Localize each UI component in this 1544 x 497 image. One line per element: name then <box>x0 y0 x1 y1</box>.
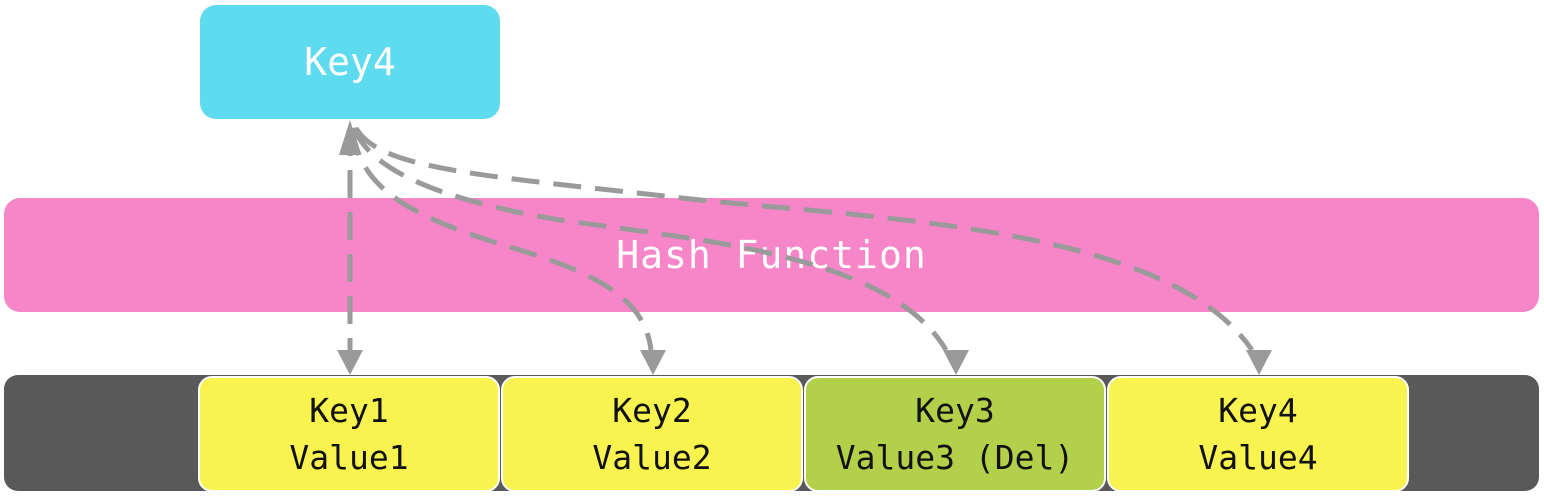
arrow-head-4 <box>1246 350 1272 375</box>
slot-value-label: Value4 <box>1198 438 1318 477</box>
table-slot-key3-deleted: Key3 Value3 (Del) <box>804 376 1106 492</box>
slot-value-label: Value2 <box>592 438 712 477</box>
slot-value-label: Value3 (Del) <box>835 438 1075 477</box>
arrow-head-up <box>339 120 361 155</box>
table-slot-key4: Key4 Value4 <box>1107 376 1409 492</box>
slot-key-label: Key3 <box>915 391 995 430</box>
slot-key-label: Key2 <box>612 391 692 430</box>
arrow-head-3 <box>943 350 969 375</box>
hash-function-label: Hash Function <box>616 233 927 277</box>
table-slot-key1: Key1 Value1 <box>198 376 500 492</box>
input-key-label: Key4 <box>304 40 396 84</box>
table-slot-key2: Key2 Value2 <box>501 376 803 492</box>
input-key-box: Key4 <box>200 5 500 119</box>
slot-key-label: Key4 <box>1218 391 1298 430</box>
hash-function-box: Hash Function <box>4 198 1539 312</box>
slot-value-label: Value1 <box>289 438 409 477</box>
slot-key-label: Key1 <box>309 391 389 430</box>
arrow-head-2 <box>640 350 666 375</box>
arrow-head-1 <box>337 350 363 375</box>
